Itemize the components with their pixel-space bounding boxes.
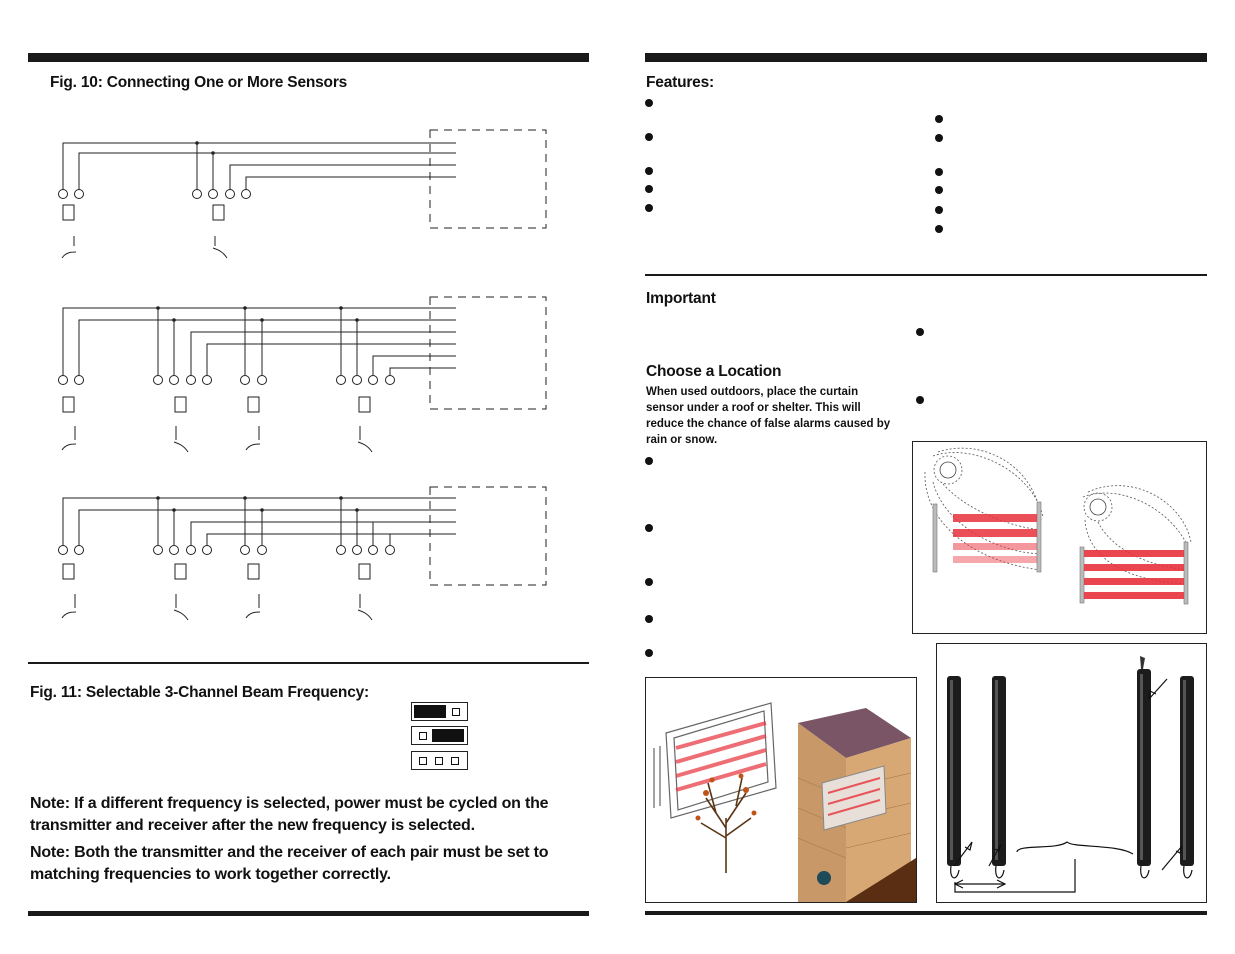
bullet-dot <box>645 204 653 212</box>
bullet-dot <box>645 578 653 586</box>
right-divider <box>645 274 1207 276</box>
bullet-dot <box>645 524 653 532</box>
bullet-dot <box>935 225 943 233</box>
dip-switch-1 <box>411 702 468 721</box>
bullet-dot <box>935 186 943 194</box>
wiring-diagram <box>58 129 547 621</box>
important-title: Important <box>646 290 716 307</box>
bullet-dot <box>935 206 943 214</box>
bullet-dot <box>645 185 653 193</box>
tree-icon <box>700 777 752 873</box>
fig11-title: Fig. 11: Selectable 3-Channel Beam Frequ… <box>30 684 370 701</box>
features-title: Features: <box>646 74 714 91</box>
note-frequency-power: Note: If a different frequency is select… <box>30 795 549 834</box>
note-frequency-matching: Note: Both the transmitter and the recei… <box>30 844 549 883</box>
bullet-dot <box>645 133 653 141</box>
bullet-dot <box>645 167 653 175</box>
location-text: When used outdoors, place the curtain se… <box>646 386 891 446</box>
bullet-dot <box>935 115 943 123</box>
sunlight-illustration <box>912 441 1207 634</box>
left-header-bar <box>28 53 589 62</box>
right-footer-bar <box>645 911 1207 915</box>
dip-switch-2 <box>411 726 468 745</box>
sensor-posts-illustration <box>936 643 1207 903</box>
bullet-dot <box>935 168 943 176</box>
bullet-dot <box>645 649 653 657</box>
left-footer-bar <box>28 911 589 916</box>
bullet-dot <box>645 457 653 465</box>
bullet-dot <box>645 99 653 107</box>
location-title: Choose a Location <box>646 363 782 380</box>
installation-illustration <box>645 677 917 903</box>
sun-icon <box>939 461 1107 516</box>
right-header-bar <box>645 53 1207 62</box>
bullet-dot <box>916 396 924 404</box>
fig10-title: Fig. 10: Connecting One or More Sensors <box>50 74 348 91</box>
bullet-dot <box>645 615 653 623</box>
left-divider <box>28 662 589 664</box>
bullet-dot <box>916 328 924 336</box>
bullet-dot <box>935 134 943 142</box>
dip-switch-3 <box>411 751 468 770</box>
